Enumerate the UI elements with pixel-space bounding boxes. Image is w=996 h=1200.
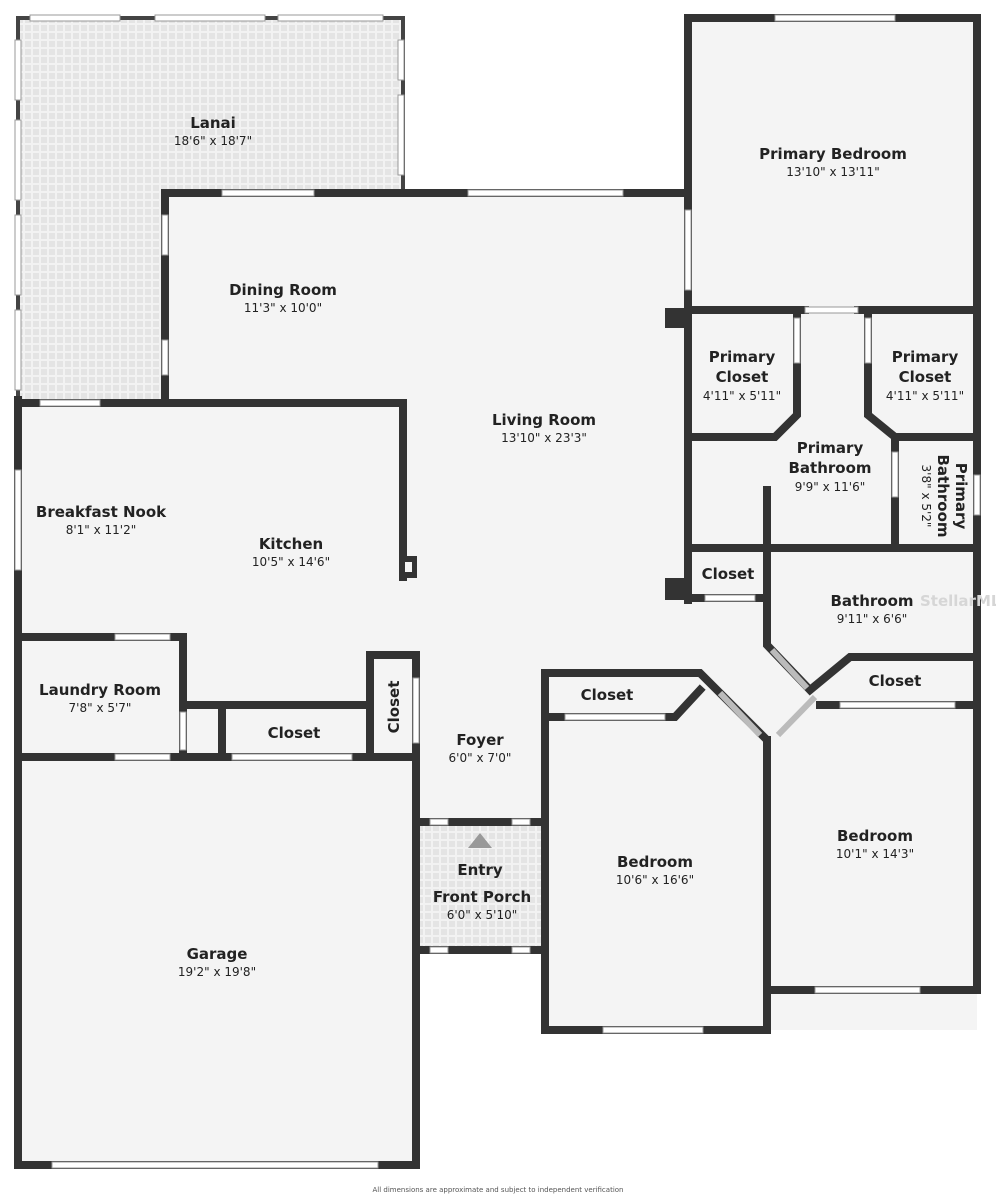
foyer-label: Foyer — [456, 731, 504, 749]
lanai-label: Lanai — [190, 114, 236, 132]
watermark: StellarMLS — [920, 592, 996, 610]
primary-closet-right-dims: 4'11" x 5'11" — [886, 389, 964, 403]
laundry-room-label: Laundry Room — [39, 681, 161, 699]
bedroom-left-label: Bedroom — [617, 853, 693, 871]
primary-bathroom-small-label: Primary — [952, 463, 970, 530]
primary-bedroom-dims: 13'10" x 13'11" — [786, 165, 879, 179]
primary-bathroom-label: Primary — [797, 439, 864, 457]
lanai-dims: 18'6" x 18'7" — [174, 134, 252, 148]
disclaimer-footer: All dimensions are approximate and subje… — [372, 1186, 624, 1194]
foyer-dims: 6'0" x 7'0" — [449, 751, 512, 765]
dining-room-label: Dining Room — [229, 281, 337, 299]
laundry-room-dims: 7'8" x 5'7" — [69, 701, 132, 715]
front-porch-dims: 6'0" x 5'10" — [447, 908, 518, 922]
primary-bedroom-label: Primary Bedroom — [759, 145, 907, 163]
bedroom-right-label: Bedroom — [837, 827, 913, 845]
lanai-screen — [14, 14, 405, 400]
breakfast-nook-dims: 8'1" x 11'2" — [66, 523, 137, 537]
garage-dims: 19'2" x 19'8" — [178, 965, 256, 979]
kitchen-dims: 10'5" x 14'6" — [252, 555, 330, 569]
bedroom-right-closet-label: Closet — [869, 672, 922, 690]
dining-room-dims: 11'3" x 10'0" — [244, 301, 322, 315]
primary-bathroom-label-2: Bathroom — [788, 459, 871, 477]
floor-areas — [18, 18, 977, 1165]
bedroom-right-dims: 10'1" x 14'3" — [836, 847, 914, 861]
breakfast-nook-label: Breakfast Nook — [36, 503, 167, 521]
front-porch-label: Front Porch — [433, 888, 531, 906]
laundry-closet-label: Closet — [268, 724, 321, 742]
garage-label: Garage — [187, 945, 248, 963]
primary-bathroom-small-label-2: Bathroom — [934, 454, 952, 537]
kitchen-label: Kitchen — [259, 535, 323, 553]
primary-closet-left-label: Primary — [709, 348, 776, 366]
vertical-closet-label: Closet — [385, 681, 403, 734]
entry-label: Entry — [457, 861, 502, 879]
primary-closet-left-dims: 4'11" x 5'11" — [703, 389, 781, 403]
bathroom-dims: 9'11" x 6'6" — [837, 612, 908, 626]
primary-bathroom-small-dims: 3'8" x 5'2" — [919, 465, 933, 528]
primary-bathroom-dims: 9'9" x 11'6" — [795, 480, 866, 494]
bathroom-label: Bathroom — [830, 592, 913, 610]
primary-closet-right-label: Primary — [892, 348, 959, 366]
windows — [14, 14, 981, 1169]
hall-closet-label: Closet — [702, 565, 755, 583]
primary-closet-left-label-2: Closet — [716, 368, 769, 386]
living-room-label: Living Room — [492, 411, 596, 429]
bedroom-left-dims: 10'6" x 16'6" — [616, 873, 694, 887]
bedroom-left-closet-label: Closet — [581, 686, 634, 704]
entry-arrow-icon — [468, 833, 492, 848]
primary-closet-right-label-2: Closet — [899, 368, 952, 386]
room-labels: Lanai 18'6" x 18'7" Primary Bedroom 13'1… — [36, 114, 996, 979]
living-room-dims: 13'10" x 23'3" — [501, 431, 587, 445]
